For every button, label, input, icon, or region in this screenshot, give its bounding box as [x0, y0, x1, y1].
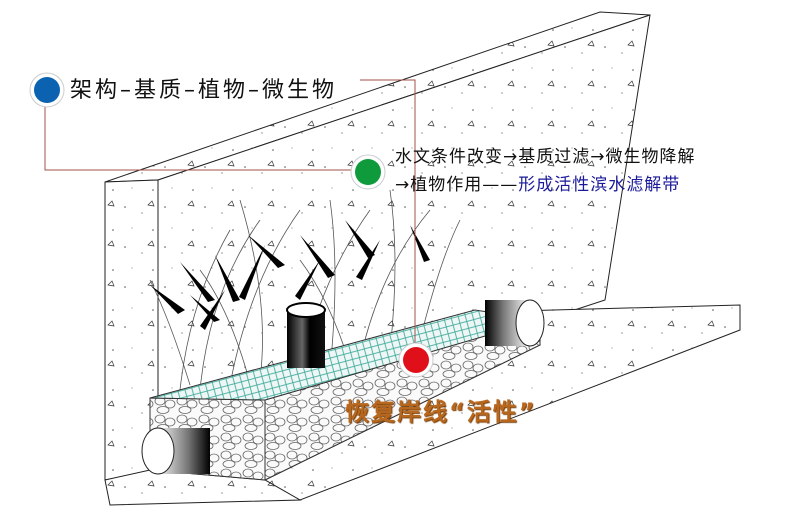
- green-marker-icon: [350, 154, 386, 190]
- ground-slab: [104, 304, 741, 506]
- structure-label: 架构–基质–植物–微生物: [70, 78, 338, 103]
- process-label-highlight: 形成活性滨水滤解带: [518, 175, 681, 195]
- restore-label: 恢复岸线“活性”: [345, 398, 537, 426]
- wetland-plants: [149, 189, 461, 391]
- leader-lines: [44, 79, 416, 345]
- process-label-line-2: →植物作用——形成活性滨水滤解带: [395, 170, 680, 195]
- process-label-prefix: →植物作用——: [395, 175, 519, 195]
- outlet-pipe: [485, 299, 545, 347]
- blue-marker-icon: [29, 72, 65, 108]
- inlet-pipe: [141, 427, 210, 475]
- red-marker-icon: [398, 342, 434, 378]
- vertical-pipe: [286, 302, 326, 368]
- process-label-line-1: 水文条件改变→基质过滤→微生物降解: [395, 147, 696, 167]
